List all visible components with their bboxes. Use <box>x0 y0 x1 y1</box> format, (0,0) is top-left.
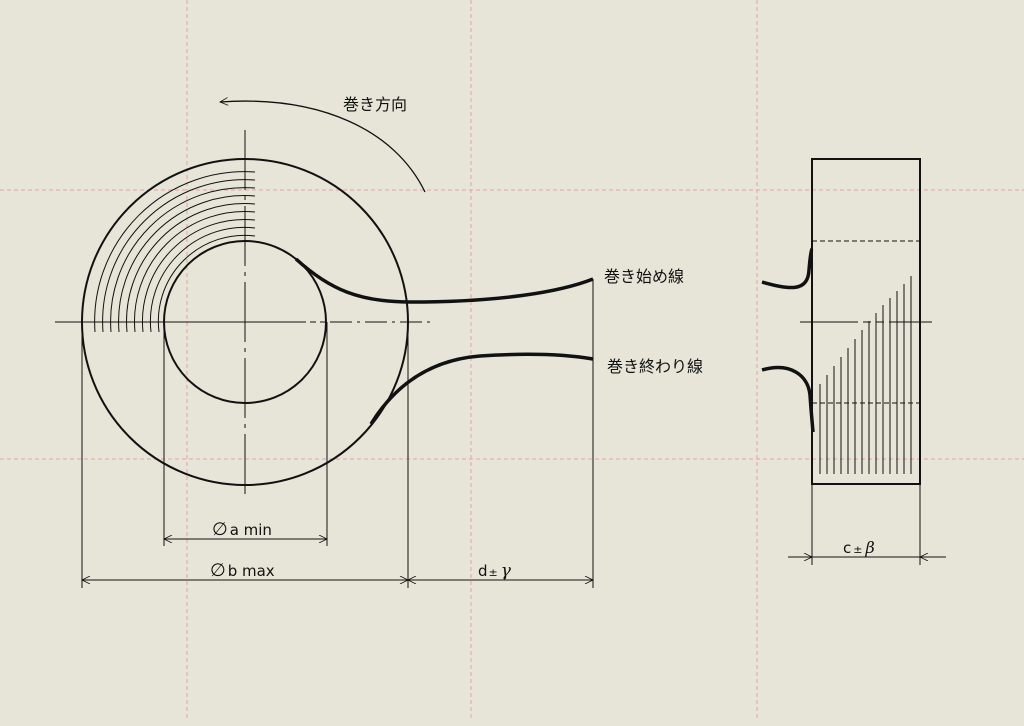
side-end-lead <box>761 365 815 433</box>
winding-hatch-arcs <box>94 171 256 333</box>
outer-dia-label: ∅b max <box>210 560 275 581</box>
lead-length-label: d±γ <box>478 561 512 581</box>
winding-direction-label: 巻き方向 <box>343 95 407 114</box>
coil-front-view <box>55 130 435 500</box>
winding-start-label: 巻き始め線 <box>604 267 684 286</box>
side-dimension <box>788 484 946 565</box>
front-dimensions <box>82 279 593 588</box>
side-winding-hatch <box>819 276 912 474</box>
front-center-lines <box>55 130 435 500</box>
coil-side-view <box>761 158 932 485</box>
width-label: c±β <box>843 538 875 557</box>
winding-end-label: 巻き終わり線 <box>607 357 703 376</box>
winding-end-lead <box>369 352 594 425</box>
inner-dia-label: ∅a min <box>212 519 272 540</box>
winding-direction-arrow <box>220 101 426 193</box>
winding-start-lead <box>294 257 594 304</box>
side-start-lead <box>761 247 814 290</box>
